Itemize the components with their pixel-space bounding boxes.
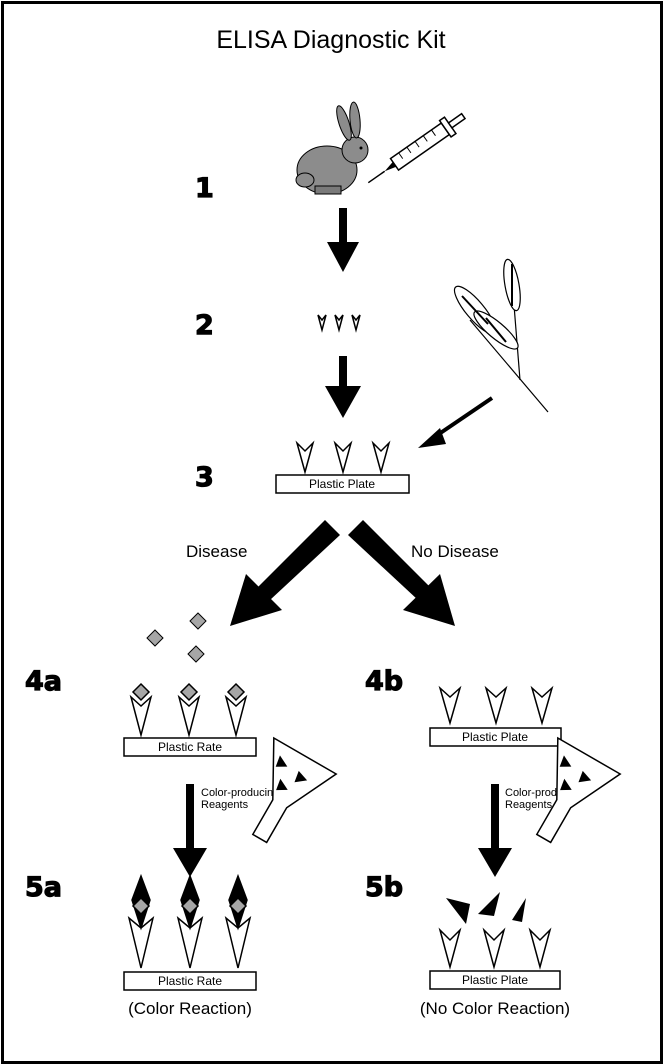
funnel-icon-left	[251, 736, 338, 844]
result-color-reaction: (Color Reaction)	[128, 999, 252, 1018]
antibody-group-plate3	[295, 440, 391, 475]
antibody-group-5a	[127, 873, 252, 969]
reagent-group-unbound	[446, 892, 526, 924]
reagents-left-line2: Reagents	[201, 799, 249, 811]
reagents-right-line2: Reagents	[505, 799, 553, 811]
branch-label-disease: Disease	[186, 542, 247, 561]
step-2-label: 2	[195, 310, 214, 341]
antibody-group-small	[317, 314, 361, 333]
plate-5a-label: Plastic Rate	[158, 974, 222, 988]
plate-4b-label: Plastic Plate	[462, 730, 528, 744]
arrow-diagonal-wheat	[418, 396, 494, 448]
step-5b-label: 5b	[365, 872, 403, 903]
plastic-plate-5a: Plastic Rate	[123, 971, 257, 991]
page-title: ELISA Diagnostic Kit	[216, 26, 445, 54]
arrow-reagents-right	[478, 784, 512, 877]
arrow-branch-left	[230, 520, 340, 626]
step-4a-label: 4a	[25, 666, 62, 697]
antibody-group-4b	[438, 685, 554, 726]
wheat-icon	[453, 258, 549, 413]
arrow-down-1	[327, 208, 359, 272]
plate-4a-label: Plastic Rate	[158, 740, 222, 754]
funnel-icon-right	[535, 736, 622, 844]
step-1-label: 1	[195, 173, 214, 204]
plate-3-label: Plastic Plate	[309, 477, 375, 491]
plastic-plate-4a: Plastic Rate	[123, 737, 257, 757]
rabbit-icon	[295, 101, 369, 195]
syringe-icon	[367, 112, 467, 184]
step-3-label: 3	[195, 462, 214, 493]
plastic-plate-4b: Plastic Plate	[429, 727, 562, 747]
result-no-color-reaction: (No Color Reaction)	[420, 999, 570, 1018]
arrow-branch-right	[348, 520, 455, 626]
branch-label-no-disease: No Disease	[411, 542, 499, 561]
plastic-plate-3: Plastic Plate	[275, 474, 410, 494]
step-5a-label: 5a	[25, 872, 62, 903]
plastic-plate-5b: Plastic Plate	[429, 970, 561, 990]
step-4b-label: 4b	[365, 666, 403, 697]
reagents-left-line1: Color-producing	[201, 787, 279, 799]
arrow-reagents-left	[173, 784, 207, 877]
arrow-down-2	[325, 356, 361, 418]
antigen-group-floating	[146, 612, 207, 663]
antibody-group-4a	[129, 682, 248, 738]
plate-5b-label: Plastic Plate	[462, 973, 528, 987]
antibody-group-5b	[438, 927, 552, 970]
